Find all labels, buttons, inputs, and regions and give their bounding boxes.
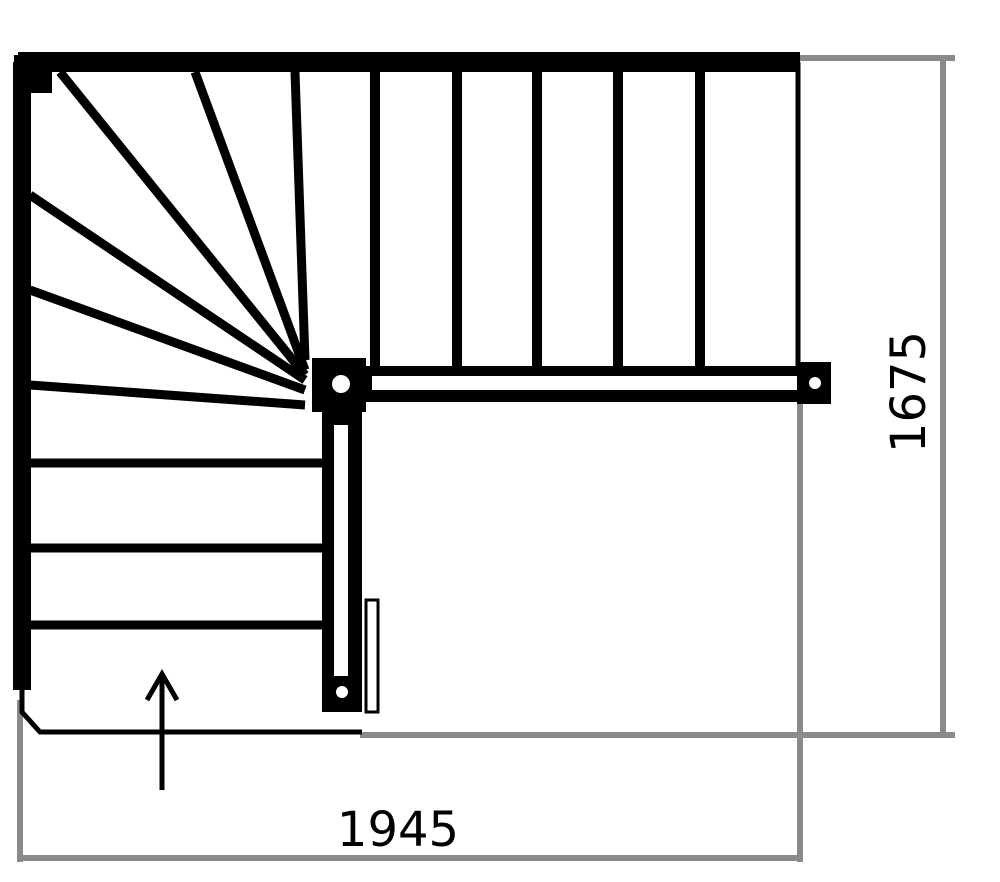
- winder-line: [56, 69, 309, 378]
- lower-flight-treads: [30, 458, 330, 630]
- winder-line: [290, 71, 310, 361]
- upper-flight-treads: [370, 65, 705, 370]
- newel-posts: [14, 55, 831, 712]
- winder-line: [28, 285, 307, 395]
- top-left-newel-post: [14, 55, 52, 93]
- corner-newel-cap: [332, 375, 350, 393]
- lower-handrail: [322, 390, 380, 714]
- bottom-step-outline: [19, 690, 362, 735]
- upper-handrail: [335, 366, 815, 402]
- end-newel-cap: [809, 377, 821, 389]
- winder-line: [29, 380, 306, 410]
- height-dimension-label: 1675: [881, 331, 937, 453]
- winder-line: [27, 191, 308, 384]
- width-dimension-label: 1945: [337, 802, 459, 858]
- bottom-newel-cap: [336, 686, 348, 698]
- winder-treads: [27, 69, 310, 410]
- up-arrow-icon: [144, 668, 180, 790]
- winder-line: [190, 70, 310, 372]
- dimension-lines: [17, 55, 955, 862]
- stair-outline: [13, 52, 801, 735]
